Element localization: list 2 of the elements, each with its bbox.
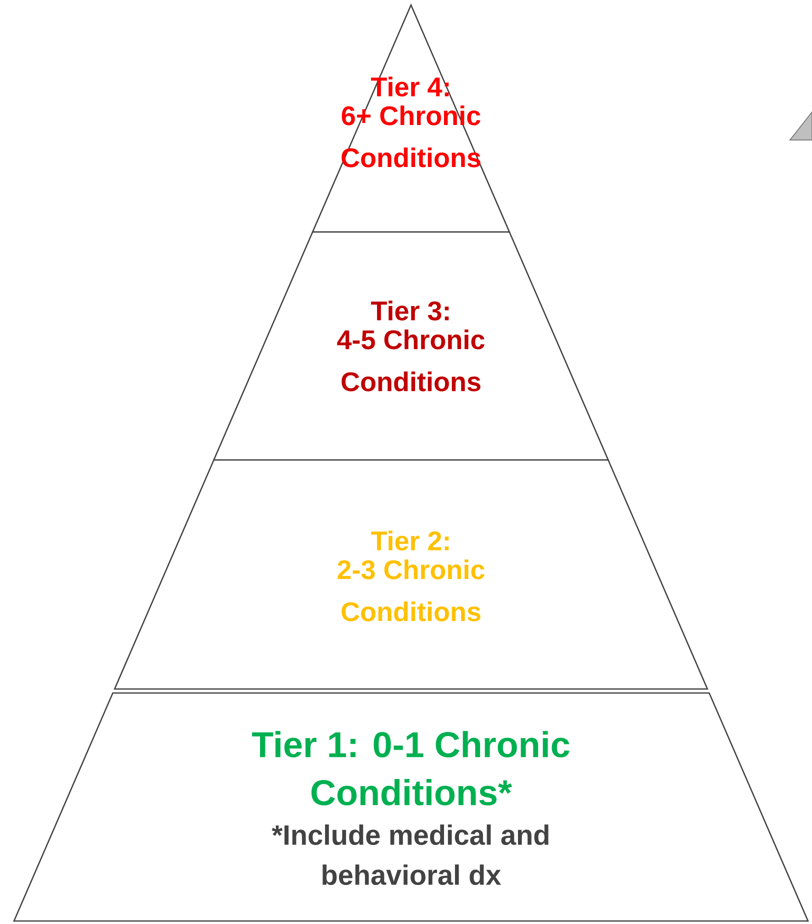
- pyramid-tier: Tier 2: 2-3 Chronic Conditions: [114, 459, 708, 690]
- pyramid-tier: Tier 1: 0-1 Chronic Conditions* *Include medical and behavioral dx: [13, 692, 809, 922]
